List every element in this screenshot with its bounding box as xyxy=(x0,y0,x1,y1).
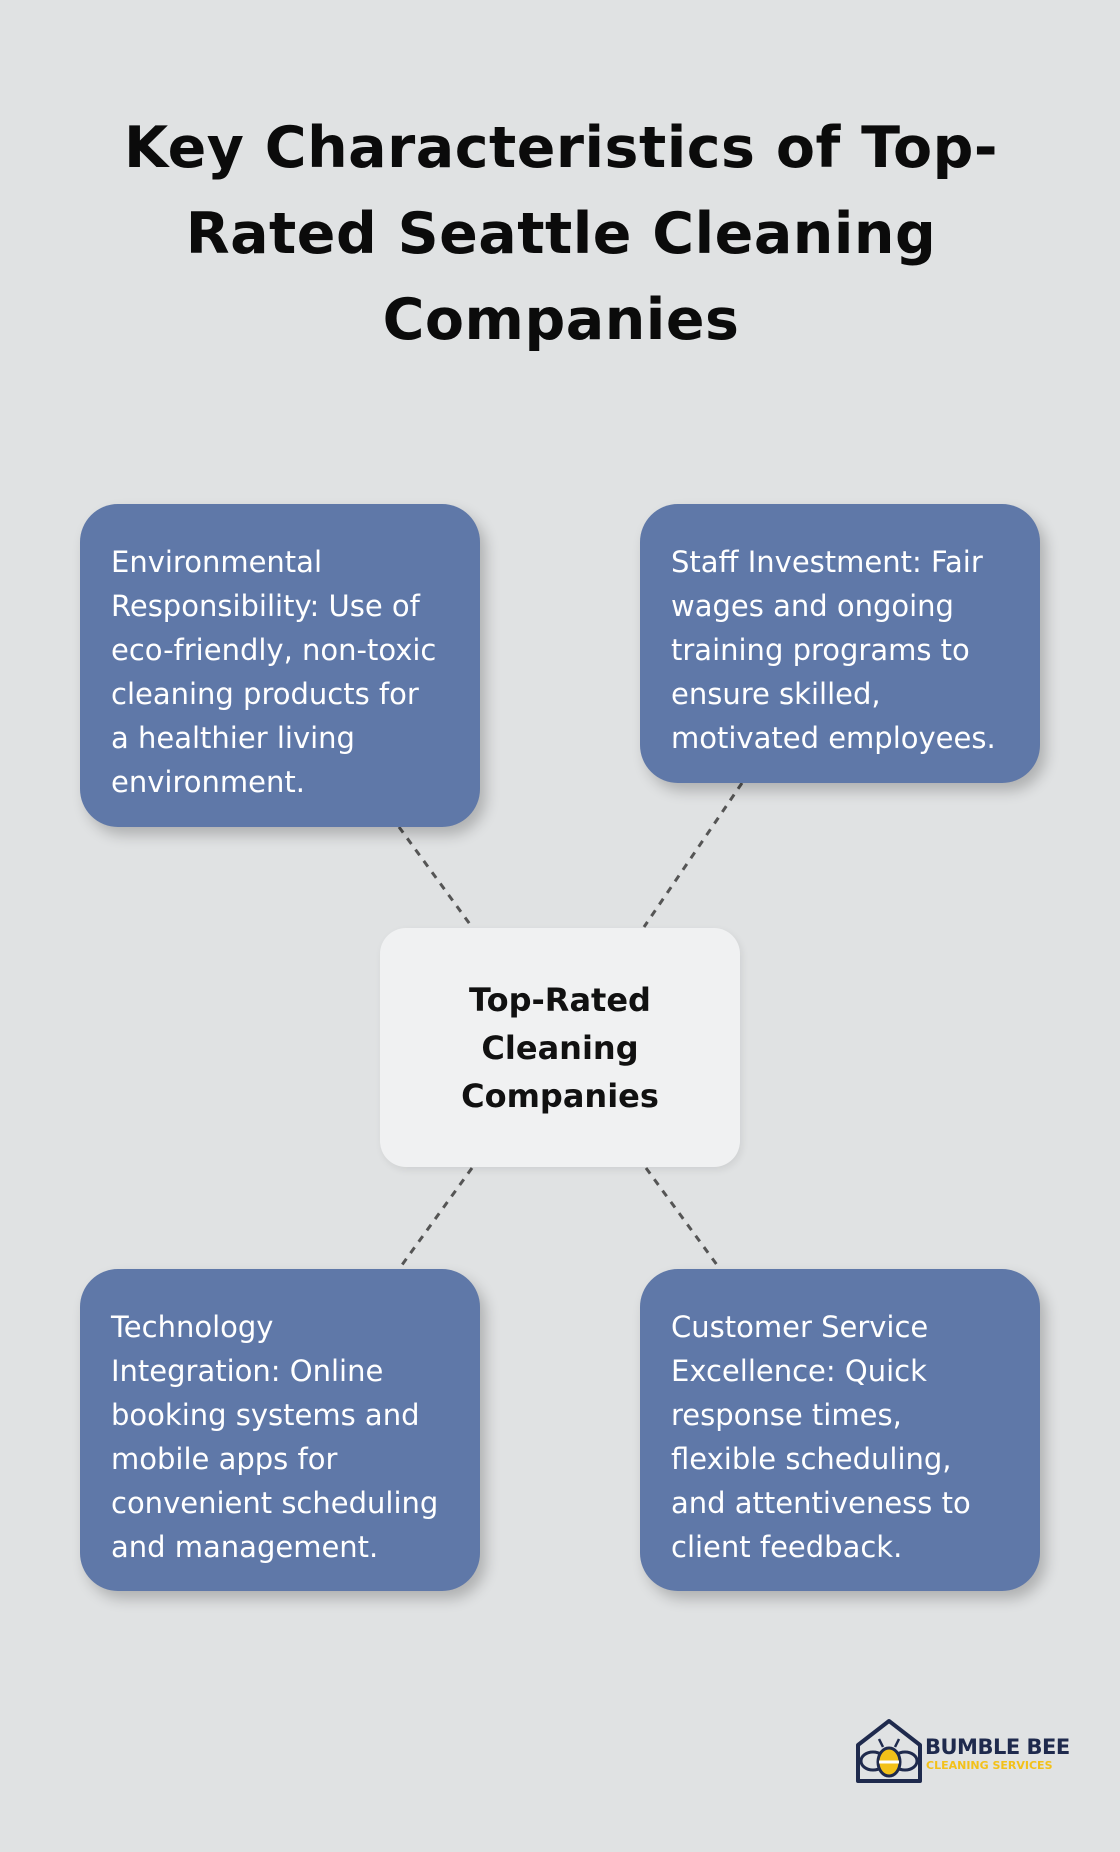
card-staff-investment: Staff Investment: Fair wages and ongoing… xyxy=(640,504,1040,783)
connector-top-left xyxy=(397,826,474,928)
bee-house-icon xyxy=(856,1719,922,1783)
card-text-line: Responsibility: Use of xyxy=(111,589,420,623)
card-text-line: client feedback. xyxy=(671,1530,903,1564)
card-text-line: training programs to xyxy=(671,633,970,667)
card-text-line: Integration: Online xyxy=(111,1354,384,1388)
card-text-line: response times, xyxy=(671,1398,902,1432)
center-text-line: Cleaning xyxy=(481,1028,639,1067)
card-text-line: Environmental xyxy=(111,545,323,579)
card-text-line: and management. xyxy=(111,1530,379,1564)
card-text-line: convenient scheduling xyxy=(111,1486,439,1520)
card-text-line: motivated employees. xyxy=(671,721,996,755)
card-text-line: cleaning products for xyxy=(111,677,419,711)
center-text-line: Companies xyxy=(461,1076,659,1115)
card-text-line: Customer Service xyxy=(671,1310,929,1344)
page-title: Key Characteristics of Top- Rated Seattl… xyxy=(0,105,1120,363)
card-text-line: flexible scheduling, xyxy=(671,1442,952,1476)
card-technology-integration: Technology Integration: Online booking s… xyxy=(80,1269,480,1591)
card-text-line: and attentiveness to xyxy=(671,1486,971,1520)
title-line: Key Characteristics of Top- xyxy=(123,115,999,181)
card-text-line: Excellence: Quick xyxy=(671,1354,927,1388)
card-environmental-responsibility: Environmental Responsibility: Use of eco… xyxy=(80,504,480,827)
center-node: Top-Rated Cleaning Companies xyxy=(380,928,740,1167)
connector-bottom-right xyxy=(644,1167,722,1270)
logo-name: BUMBLE BEE xyxy=(925,1735,1070,1759)
card-text-line: a healthier living xyxy=(111,721,355,755)
center-text-line: Top-Rated xyxy=(469,980,651,1019)
title-line: Companies xyxy=(382,287,740,353)
card-customer-service: Customer Service Excellence: Quick respo… xyxy=(640,1269,1040,1591)
card-text-line: eco-friendly, non-toxic xyxy=(111,633,437,667)
logo-tagline: CLEANING SERVICES xyxy=(926,1759,1053,1772)
bumble-bee-logo: BUMBLE BEE CLEANING SERVICES xyxy=(853,1717,1070,1787)
card-text-line: Technology xyxy=(111,1310,274,1344)
card-text-line: booking systems and xyxy=(111,1398,420,1432)
card-text-line: mobile apps for xyxy=(111,1442,338,1476)
card-text-line: wages and ongoing xyxy=(671,589,954,623)
card-text-line: Staff Investment: Fair xyxy=(671,545,983,579)
connector-bottom-left xyxy=(397,1167,474,1270)
connector-top-right xyxy=(642,782,744,928)
card-text-line: environment. xyxy=(111,765,305,799)
title-line: Rated Seattle Cleaning xyxy=(185,201,937,267)
card-text-line: ensure skilled, xyxy=(671,677,881,711)
